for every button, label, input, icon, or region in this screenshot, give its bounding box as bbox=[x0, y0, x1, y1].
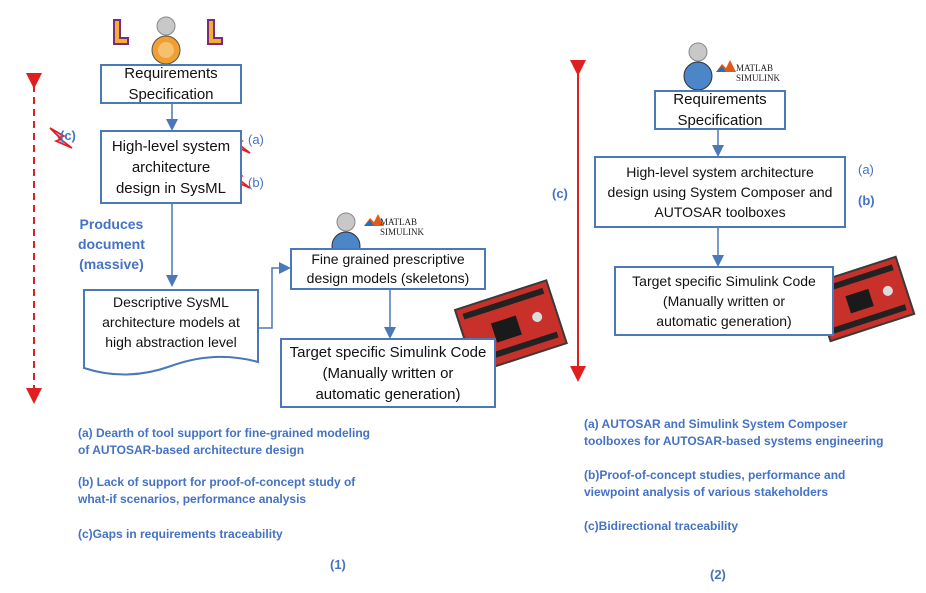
right-requirements-box: Requirements Specification bbox=[654, 90, 786, 130]
left-architecture-box: High-level system architecture design in… bbox=[100, 130, 242, 204]
left-tag-a: (a) bbox=[248, 132, 264, 147]
left-requirements-box: Requirements Specification bbox=[100, 64, 242, 104]
right-note-b: (b)Proof-of-concept studies, performance… bbox=[584, 468, 846, 499]
person-icon-right bbox=[683, 42, 713, 91]
matlab-logo-right: MATLAB SIMULINK bbox=[736, 63, 780, 83]
matlab-logo-right-bottom: SIMULINK bbox=[736, 73, 780, 83]
matlab-logo-left: MATLAB SIMULINK bbox=[380, 217, 424, 237]
left-descriptive-label: Descriptive SysML architecture models at… bbox=[102, 294, 240, 350]
right-figure-label: (2) bbox=[710, 567, 726, 582]
matlab-peak-icon-left bbox=[364, 214, 384, 226]
uml-logo bbox=[104, 16, 134, 46]
left-figure-label: (1) bbox=[330, 557, 346, 572]
produces-document-label: Produces document (massive) bbox=[78, 216, 145, 272]
lightning-icon-c bbox=[49, 127, 73, 149]
left-note-c: (c)Gaps in requirements traceability bbox=[78, 527, 283, 541]
left-fine-grained-box: Fine grained prescriptive design models … bbox=[290, 248, 486, 290]
left-note-b: (b) Lack of support for proof-of-concept… bbox=[78, 475, 356, 506]
left-tag-b: (b) bbox=[248, 175, 264, 190]
right-note-a: (a) AUTOSAR and Simulink System Composer… bbox=[584, 417, 884, 448]
right-tag-b: (b) bbox=[858, 193, 875, 208]
matlab-peak-icon-right bbox=[716, 60, 736, 72]
sysml-logo bbox=[198, 16, 228, 46]
board-image-right bbox=[810, 255, 916, 343]
matlab-logo-left-top: MATLAB bbox=[380, 217, 418, 227]
descriptive-box-shape bbox=[83, 289, 259, 376]
right-tag-c: (c) bbox=[552, 186, 568, 201]
right-architecture-box: High-level system architecture design us… bbox=[594, 156, 846, 228]
left-note-a: (a) Dearth of tool support for fine-grai… bbox=[78, 426, 370, 457]
arrow-descriptive-to-fine bbox=[258, 262, 291, 329]
person-icon-top-left bbox=[151, 16, 181, 65]
left-tag-c: (c) bbox=[60, 128, 76, 143]
right-tag-a: (a) bbox=[858, 162, 874, 177]
matlab-logo-left-bottom: SIMULINK bbox=[380, 227, 424, 237]
right-target-code-box: Target specific Simulink Code (Manually … bbox=[614, 266, 834, 336]
right-note-c: (c)Bidirectional traceability bbox=[584, 519, 739, 533]
matlab-logo-right-top: MATLAB bbox=[736, 63, 774, 73]
left-target-code-box: Target specific Simulink Code (Manually … bbox=[280, 338, 496, 408]
